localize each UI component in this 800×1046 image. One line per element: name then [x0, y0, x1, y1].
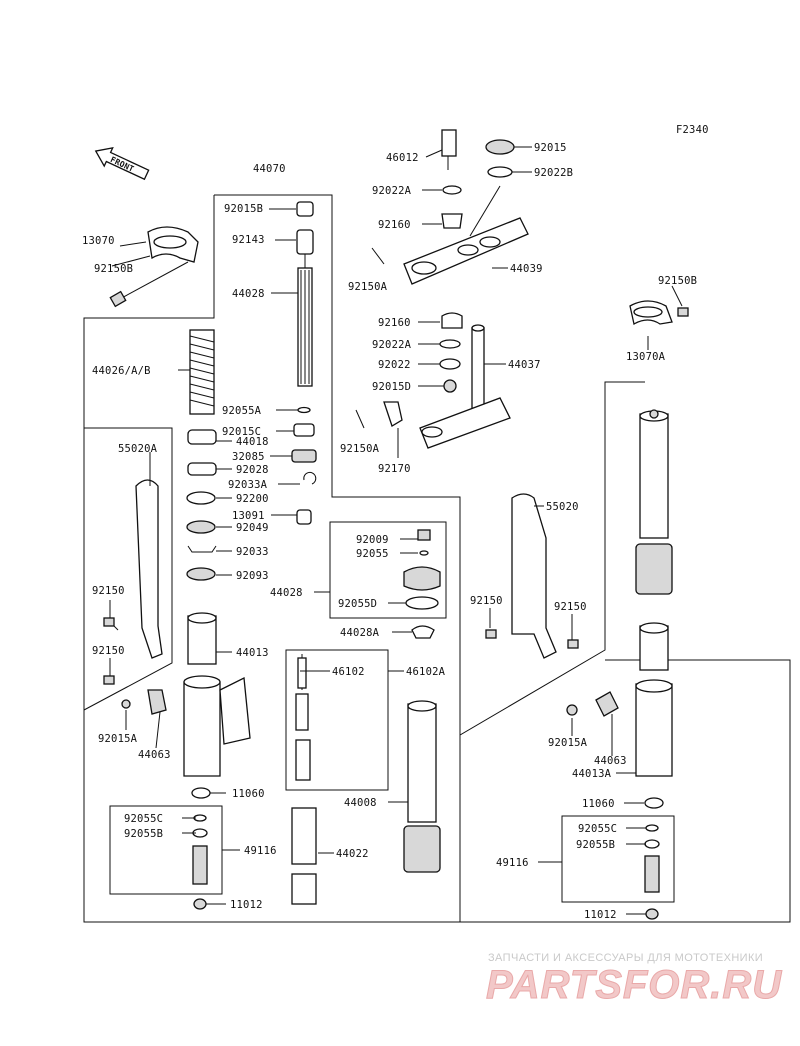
inset-parts-49116-right	[644, 824, 660, 920]
label-55020A: 55020A	[118, 443, 158, 455]
label-92150-l1: 92150	[92, 585, 125, 597]
label-13091: 13091	[232, 510, 265, 522]
fork-damper-column	[291, 201, 317, 525]
label-92015: 92015	[534, 142, 567, 154]
label-44018: 44018	[236, 436, 269, 448]
label-32085: 32085	[232, 451, 265, 463]
label-49116-right: 49116	[496, 857, 529, 869]
label-92022A-mid: 92022A	[372, 339, 412, 351]
clamp-13070A	[629, 300, 689, 326]
label-92150B-left: 92150B	[94, 263, 133, 275]
label-92009: 92009	[356, 534, 389, 546]
label-92015A-right: 92015A	[548, 737, 588, 749]
label-92200: 92200	[236, 493, 269, 505]
label-92143: 92143	[232, 234, 265, 246]
label-92022: 92022	[378, 359, 411, 371]
label-92055D: 92055D	[338, 598, 377, 610]
label-92055B-left: 92055B	[124, 828, 163, 840]
label-92055C-right: 92055C	[578, 823, 617, 835]
label-44028-mid: 44028	[270, 587, 303, 599]
inner-tube-44022	[291, 807, 317, 905]
label-11012-right: 11012	[584, 909, 617, 921]
outer-tube-44013	[183, 612, 251, 799]
label-92170: 92170	[378, 463, 411, 475]
label-92055A: 92055A	[222, 405, 262, 417]
label-92055: 92055	[356, 548, 389, 560]
outer-tube-right	[566, 409, 673, 809]
label-92015A-left: 92015A	[98, 733, 138, 745]
label-92055C-left: 92055C	[124, 813, 163, 825]
label-44063-right: 44063	[594, 755, 627, 767]
label-44037: 44037	[508, 359, 541, 371]
inset-parts-44028	[403, 529, 441, 639]
label-92033A: 92033A	[228, 479, 268, 491]
assembly-outline	[83, 194, 791, 923]
label-49116-left: 49116	[244, 845, 277, 857]
inner-tube-44008	[403, 700, 441, 873]
label-92022A-top: 92022A	[372, 185, 412, 197]
label-92093: 92093	[236, 570, 269, 582]
label-92015C: 92015C	[222, 426, 261, 438]
label-92160-mid: 92160	[378, 317, 411, 329]
watermark: ЗАПЧАСТИ И АКСЕССУАРЫ ДЛЯ МОТОТЕХНИКИ PA…	[486, 952, 782, 1008]
fork-guard-55020A	[103, 479, 163, 685]
label-44028-top: 44028	[232, 288, 265, 300]
label-11060-right: 11060	[582, 798, 615, 810]
label-92150A-top: 92150A	[348, 281, 388, 293]
part-labels: 44070 92015B 92143 44028 44026/A/B 92055…	[82, 142, 697, 921]
label-13070A: 13070A	[626, 351, 666, 363]
label-55020: 55020	[546, 501, 579, 513]
label-44022: 44022	[336, 848, 369, 860]
inset-box-44028	[329, 521, 447, 619]
axle-clamp-44063-left	[121, 689, 167, 715]
label-11060-left: 11060	[232, 788, 265, 800]
inset-parts-46102	[295, 654, 311, 781]
label-92022B: 92022B	[534, 167, 573, 179]
inset-parts-49116-left	[192, 814, 208, 910]
label-92150-l2: 92150	[92, 645, 125, 657]
label-92150A-mid: 92150A	[340, 443, 380, 455]
label-92150-r1: 92150	[470, 595, 503, 607]
fork-seal-stack	[186, 429, 217, 581]
fork-guard-55020	[485, 493, 579, 659]
clamp-13070	[109, 226, 199, 308]
label-44070: 44070	[253, 163, 286, 175]
watermark-tagline: ЗАПЧАСТИ И АКСЕССУАРЫ ДЛЯ МОТОТЕХНИКИ	[488, 952, 763, 964]
inset-box-46102	[285, 649, 389, 791]
label-92015D: 92015D	[372, 381, 411, 393]
figure-code: F2340	[676, 124, 709, 136]
label-44028A: 44028A	[340, 627, 380, 639]
label-92160-top: 92160	[378, 219, 411, 231]
label-92150-r2: 92150	[554, 601, 587, 613]
label-44026: 44026/A/B	[92, 365, 151, 377]
leader-lines	[109, 146, 683, 915]
label-44013: 44013	[236, 647, 269, 659]
label-46012: 46012	[386, 152, 419, 164]
label-44008: 44008	[344, 797, 377, 809]
label-13070: 13070	[82, 235, 115, 247]
label-46102: 46102	[332, 666, 365, 678]
label-92049: 92049	[236, 522, 269, 534]
spring-44026	[189, 329, 215, 415]
label-92015B: 92015B	[224, 203, 263, 215]
label-11012-left: 11012	[230, 899, 263, 911]
watermark-brand: PARTSFOR.RU	[486, 963, 782, 1007]
label-92028: 92028	[236, 464, 269, 476]
label-44013A: 44013A	[572, 768, 612, 780]
label-46102A: 46102A	[406, 666, 446, 678]
label-44039: 44039	[510, 263, 543, 275]
front-arrow-icon: FRONT	[94, 147, 150, 181]
label-92150B-right: 92150B	[658, 275, 697, 287]
upper-triple-clamp-44039	[371, 129, 529, 285]
label-92055B-right: 92055B	[576, 839, 615, 851]
inset-box-49116-right	[561, 815, 675, 903]
label-92033: 92033	[236, 546, 269, 558]
label-44063-left: 44063	[138, 749, 171, 761]
lower-triple-clamp-44037	[355, 312, 511, 449]
